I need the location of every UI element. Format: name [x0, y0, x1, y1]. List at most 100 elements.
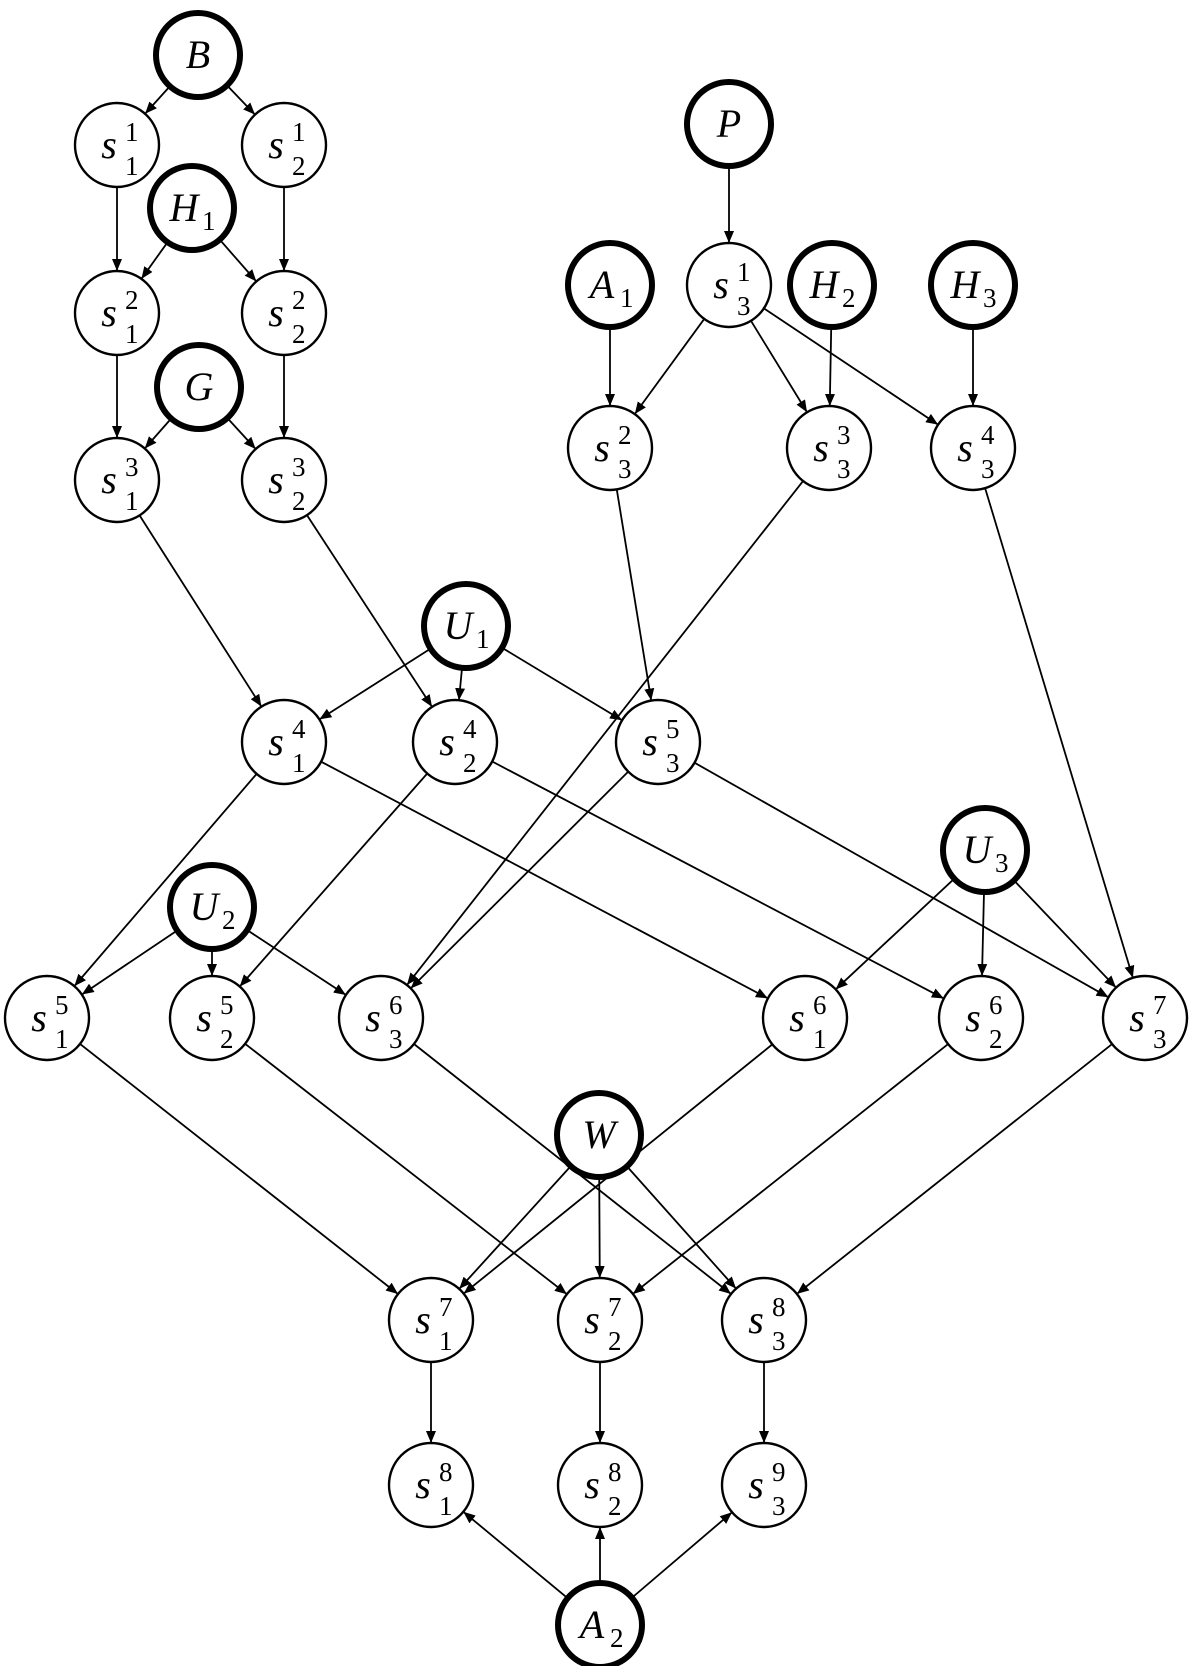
node-label: s: [748, 1462, 764, 1507]
node-subscript: 2: [842, 283, 856, 313]
node-subscript: 2: [220, 1024, 234, 1054]
edge-B-to-s2_1: [226, 84, 255, 115]
node-subscript: 2: [610, 1623, 624, 1653]
node-subscript: 2: [292, 319, 306, 349]
node-circle: [168, 974, 256, 1062]
node-subscript: 3: [666, 748, 680, 778]
node-label: G: [185, 364, 214, 409]
node-subscript: 3: [737, 291, 751, 321]
node-P: P: [684, 79, 774, 169]
node-subscript: 3: [618, 454, 632, 484]
node-circle: [684, 79, 774, 169]
node-circle: [937, 974, 1025, 1062]
node-circle: [3, 974, 91, 1062]
edge-s3_1-to-s3_3: [750, 320, 808, 413]
node-superscript: 7: [608, 1292, 622, 1322]
node-circle: [566, 404, 654, 492]
node-label: s: [196, 995, 212, 1040]
node-subscript: 1: [439, 1491, 453, 1521]
edges-layer: [74, 84, 1135, 1599]
node-label: U: [190, 884, 222, 929]
node-circle: [785, 404, 873, 492]
edge-s3_1-to-s3_2: [634, 318, 705, 415]
node-subscript: 1: [125, 319, 139, 349]
edge-s3_7-to-s3_8: [796, 1043, 1113, 1294]
node-superscript: 6: [813, 990, 827, 1020]
node-superscript: 9: [772, 1457, 786, 1487]
node-label: s: [268, 290, 284, 335]
node-label: s: [101, 122, 117, 167]
node-subscript: 2: [989, 1024, 1003, 1054]
edge-U2-to-s1_5: [81, 929, 178, 995]
edge-s3_2-to-s3_5: [615, 489, 655, 701]
node-subscript: 2: [292, 486, 306, 516]
node-label: s: [415, 1462, 431, 1507]
node-superscript: 3: [292, 452, 306, 482]
edge-U1-to-s2_4: [455, 667, 466, 701]
node-superscript: 2: [618, 420, 632, 450]
node-circle: [154, 342, 244, 432]
edge-A2-to-s3_9: [631, 1512, 733, 1599]
node-circle: [1101, 974, 1189, 1062]
node-label: s: [748, 1297, 764, 1342]
node-subscript: 3: [995, 848, 1009, 878]
node-label: s: [439, 719, 455, 764]
edge-s2_4-to-s2_5: [239, 772, 428, 987]
node-circle: [240, 698, 328, 786]
node-label: s: [957, 425, 973, 470]
edge-U3-to-s3_7: [1013, 879, 1117, 988]
node-circle: [73, 436, 161, 524]
node-superscript: 4: [292, 714, 306, 744]
node-circle: [685, 241, 773, 329]
node-W: W: [554, 1090, 644, 1180]
edge-G-to-s1_3: [144, 417, 172, 449]
node-subscript: 2: [292, 151, 306, 181]
edge-G-to-s2_3: [226, 417, 256, 449]
node-superscript: 5: [55, 990, 69, 1020]
node-circle: [554, 1090, 644, 1180]
edge-U3-to-s1_6: [835, 877, 955, 990]
node-superscript: 1: [125, 117, 139, 147]
edge-H2-to-s3_3: [824, 326, 835, 407]
edge-s2_5-to-s2_7: [244, 1043, 567, 1295]
node-label: H: [950, 262, 982, 307]
node-subscript: 3: [772, 1326, 786, 1356]
edge-s2_6-to-s2_7: [632, 1043, 949, 1294]
node-circle: [240, 269, 328, 357]
node-circle: [167, 862, 257, 952]
edge-U3-to-s2_6: [977, 891, 988, 977]
node-label: s: [268, 457, 284, 502]
edge-s1_5-to-s1_7: [79, 1043, 398, 1295]
node-circle: [73, 101, 161, 189]
node-circle: [929, 404, 1017, 492]
node-superscript: 6: [389, 990, 403, 1020]
node-subscript: 3: [389, 1024, 403, 1054]
node-circle: [556, 1441, 644, 1529]
node-circle: [565, 240, 655, 330]
edge-U2-to-s3_6: [246, 929, 346, 996]
node-superscript: 1: [737, 257, 751, 287]
node-circle: [240, 101, 328, 189]
node-superscript: 4: [981, 420, 995, 450]
node-circle: [153, 10, 243, 100]
edge-s1_4-to-s1_5: [74, 773, 258, 987]
node-label: s: [101, 457, 117, 502]
node-circle: [240, 436, 328, 524]
node-circle: [940, 805, 1030, 895]
node-label: s: [789, 995, 805, 1040]
node-circle: [928, 240, 1018, 330]
